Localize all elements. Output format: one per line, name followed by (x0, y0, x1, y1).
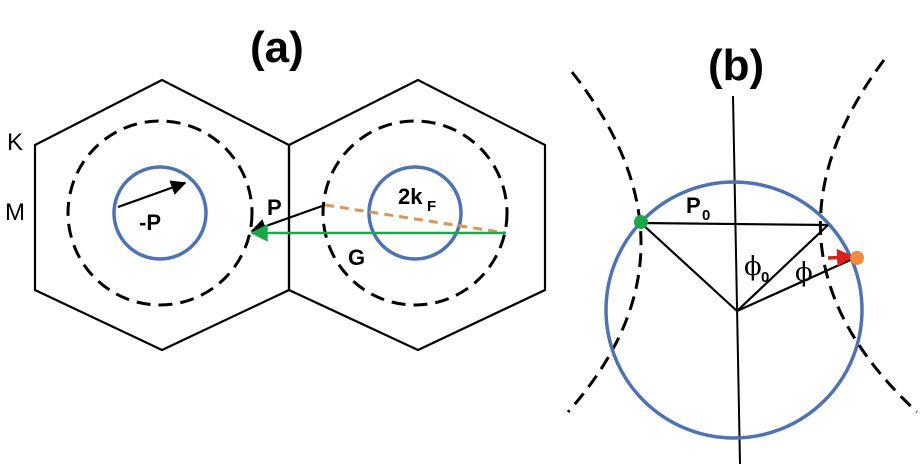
p0-label-main: P (686, 193, 701, 218)
red-shift-arrow (827, 248, 855, 267)
vertical-axis (732, 95, 741, 465)
left-dashed-circle (66, 119, 254, 307)
m-point-label: M (5, 199, 25, 226)
panel-b: (b) P 0 ϕ 0 ϕ (566, 41, 919, 465)
p0-label: P 0 (686, 193, 710, 224)
right-radius-line (736, 224, 829, 312)
p-label: P (267, 195, 282, 220)
two-kf-dashed-line (324, 203, 507, 235)
g-label: G (348, 245, 365, 270)
green-dot (634, 215, 648, 229)
right-fermi-circle (367, 165, 463, 261)
panel-a: (a) K M -P P 2k F G (5, 23, 547, 352)
phi0-label-subscript: 0 (761, 269, 769, 286)
right-dashed-boundary (819, 59, 919, 414)
right-dashed-circle (321, 119, 509, 307)
p0-horizontal-line (640, 221, 829, 227)
minus-p-label: -P (139, 210, 161, 235)
two-kf-label: 2k F (398, 184, 436, 215)
minus-p-vector (117, 180, 187, 209)
k-point-label: K (7, 129, 23, 156)
two-kf-label-subscript: F (427, 198, 436, 215)
p0-label-subscript: 0 (702, 207, 710, 224)
panel-b-title: (b) (708, 41, 764, 90)
left-fermi-circle (112, 165, 208, 261)
orange-dot (850, 251, 864, 265)
two-kf-label-main: 2k (398, 184, 423, 209)
fermi-circle-b (604, 180, 864, 440)
phi-label: ϕ (795, 258, 813, 288)
phi0-label-main: ϕ (744, 252, 762, 282)
left-radius-line (640, 222, 738, 312)
left-dashed-boundary (566, 71, 643, 413)
panel-a-title: (a) (250, 23, 304, 72)
phi0-label: ϕ 0 (744, 252, 769, 286)
right-brillouin-zone-hexagon (287, 78, 547, 352)
